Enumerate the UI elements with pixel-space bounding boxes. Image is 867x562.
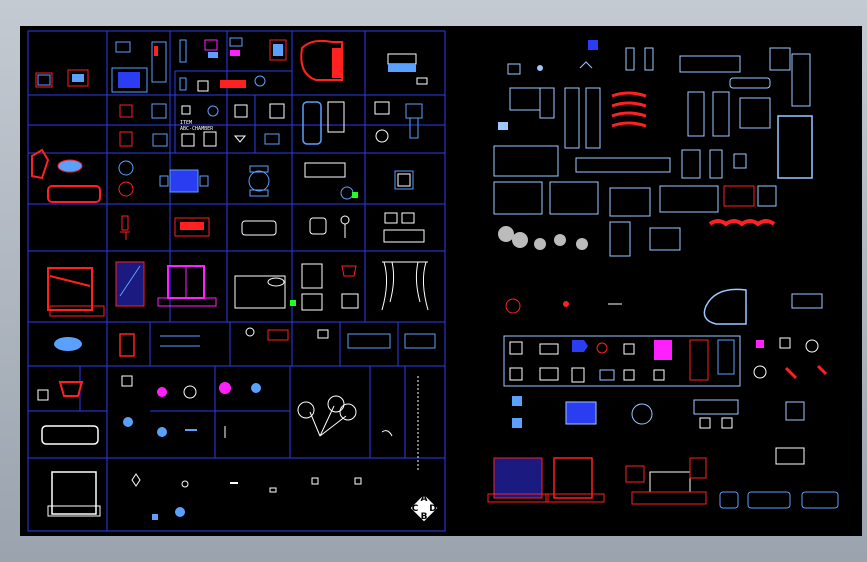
row5-blocks[interactable] <box>120 212 425 243</box>
svg-text:A: A <box>421 494 428 504</box>
tv-cabinet-icon[interactable] <box>67 69 89 87</box>
svg-text:B: B <box>421 512 428 522</box>
small-chair-icon[interactable] <box>35 72 53 88</box>
row7-blocks[interactable] <box>54 327 436 357</box>
row2-blocks[interactable]: ITEM ABC-CHAMBER <box>119 101 423 145</box>
right-sheet-blocks[interactable] <box>487 40 839 509</box>
row3-blocks[interactable] <box>119 131 280 147</box>
svg-text:D: D <box>429 504 436 514</box>
wardrobe-icon[interactable] <box>151 41 167 83</box>
door-icon[interactable] <box>791 53 811 107</box>
row6-blocks[interactable] <box>47 261 429 317</box>
drawing-viewport[interactable]: ITEM ABC-CHAMBER <box>20 26 862 536</box>
row8-blocks[interactable] <box>37 375 419 470</box>
sofa-icon[interactable] <box>47 185 101 203</box>
nightstand-icon[interactable] <box>115 41 131 53</box>
bed-icon[interactable] <box>47 267 93 311</box>
curtain-icon[interactable] <box>381 261 429 311</box>
row1-blocks[interactable] <box>35 37 428 93</box>
svg-text:C: C <box>412 504 419 514</box>
catalog-label-1: ITEM <box>180 120 192 126</box>
catalog-label-2: ABC-CHAMBER <box>180 126 214 132</box>
left-sheet-frame <box>27 30 446 532</box>
dining-set-icon[interactable] <box>169 169 199 193</box>
cad-drawing[interactable]: ITEM ABC-CHAMBER <box>20 26 862 536</box>
bathtub-icon[interactable] <box>302 101 322 145</box>
row9-blocks[interactable]: A C D B <box>47 471 439 523</box>
toilet-icon[interactable] <box>405 103 423 119</box>
compass-icon: A C D B <box>409 493 439 523</box>
row4-blocks[interactable] <box>31 148 414 203</box>
